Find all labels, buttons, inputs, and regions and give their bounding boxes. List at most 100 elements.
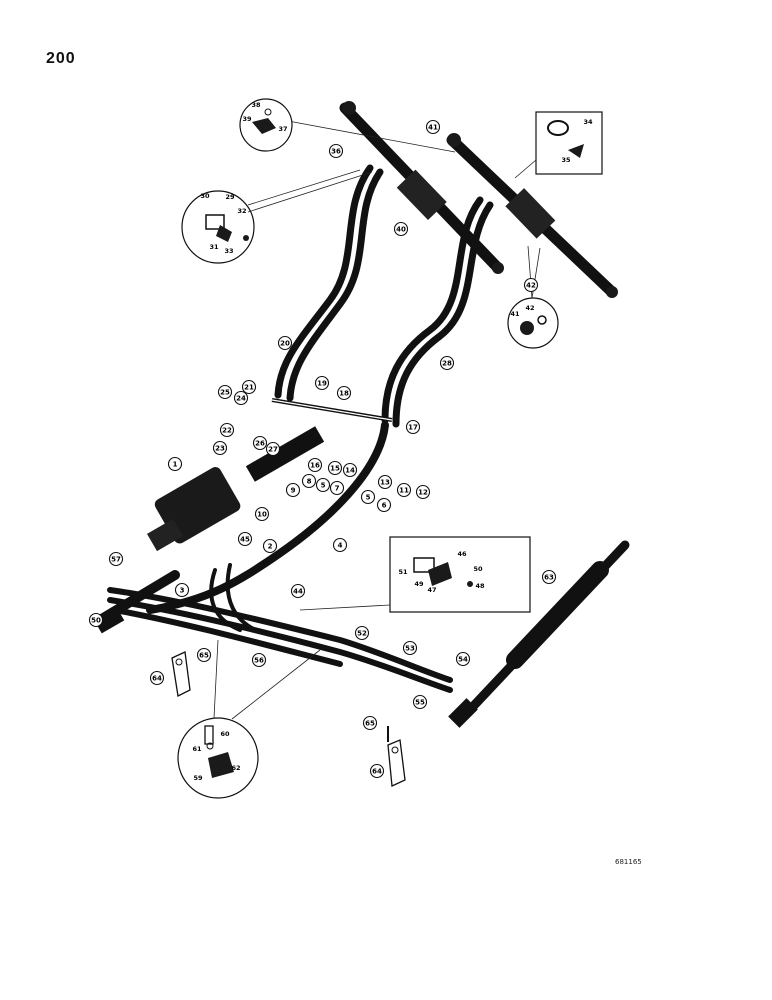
callout-number: 4 [338, 542, 343, 550]
callout-number: 19 [317, 380, 327, 388]
detail-label-47: 47 [427, 586, 436, 594]
callout-55: 55 [412, 694, 428, 710]
callout-number: 28 [442, 360, 452, 368]
callout-41: 41 [425, 119, 441, 135]
callout-42: 42 [523, 277, 539, 293]
lower-left-cylinder-end [93, 570, 180, 634]
callout-13: 13 [377, 474, 393, 490]
callout-number: 27 [268, 446, 278, 454]
callout-64: 64 [149, 670, 165, 686]
callout-2: 2 [262, 538, 278, 554]
lift-hoses [274, 164, 494, 428]
callout-number: 53 [405, 645, 415, 653]
control-valve [147, 426, 325, 552]
callout-number: 42 [526, 282, 536, 290]
detail-box-top [535, 111, 603, 175]
callout-number: 17 [408, 424, 418, 432]
detail-bubble-bottom [177, 717, 259, 799]
callout-number: 20 [280, 340, 290, 348]
callout-number: 14 [345, 467, 355, 475]
detail-label-30: 30 [200, 192, 210, 200]
callout-number: 9 [291, 487, 296, 495]
callout-number: 36 [331, 148, 341, 156]
callout-53: 53 [402, 640, 418, 656]
detail-label-50: 50 [473, 565, 483, 573]
callout-number: 1 [173, 461, 178, 469]
mounting-bracket-left [171, 651, 191, 697]
detail-label-60: 60 [220, 730, 230, 738]
callout-number: 56 [254, 657, 264, 665]
callout-11: 11 [396, 482, 412, 498]
callout-number: 3 [180, 587, 185, 595]
detail-box-middle [389, 536, 531, 613]
callout-number: 12 [418, 489, 428, 497]
callout-15: 15 [327, 460, 343, 476]
mounting-bracket-right [387, 726, 406, 787]
callout-number: 65 [199, 652, 209, 660]
callout-number: 45 [240, 536, 250, 544]
callout-number: 5 [366, 494, 371, 502]
callout-65: 65 [196, 647, 212, 663]
callout-36: 36 [328, 143, 344, 159]
callout-14: 14 [342, 462, 358, 478]
callout-number: 40 [396, 226, 406, 234]
detail-label-61: 61 [192, 745, 202, 753]
callout-number: 13 [380, 479, 390, 487]
page-number: 200 [46, 50, 76, 67]
callout-26: 26 [252, 435, 268, 451]
detail-label-39: 39 [242, 115, 252, 123]
callout-9: 9 [285, 482, 301, 498]
detail-label-41: 41 [510, 310, 520, 318]
callout-28: 28 [439, 355, 455, 371]
callout-63: 63 [541, 569, 557, 585]
callout-19: 19 [314, 375, 330, 391]
callout-6: 6 [376, 497, 392, 513]
detail-label-42: 42 [525, 304, 534, 312]
detail-label-48: 48 [475, 582, 485, 590]
detail-label-46: 46 [457, 550, 467, 558]
callout-1: 1 [167, 456, 183, 472]
callout-number: 44 [293, 588, 303, 596]
callout-number: 64 [152, 675, 162, 683]
callout-24: 24 [233, 390, 249, 406]
callout-number: 64 [372, 768, 382, 776]
callout-50: 50 [88, 612, 104, 628]
callout-number: 65 [365, 720, 375, 728]
callout-number: 24 [236, 395, 246, 403]
detail-label-59: 59 [193, 774, 203, 782]
callout-number: 57 [111, 556, 121, 564]
callout-45: 45 [237, 531, 253, 547]
detail-bubble-left [181, 190, 255, 264]
detail-label-62: 62 [231, 764, 240, 772]
callout-number: 26 [255, 440, 265, 448]
callout-number: 52 [357, 630, 367, 638]
detail-label-33: 33 [224, 247, 233, 255]
callout-number: 8 [307, 478, 312, 486]
callout-20: 20 [277, 335, 293, 351]
callout-21: 21 [241, 379, 257, 395]
callout-44: 44 [290, 583, 306, 599]
callout-54: 54 [455, 651, 471, 667]
callout-65: 65 [362, 715, 378, 731]
callout-64: 64 [369, 763, 385, 779]
callout-12: 12 [415, 484, 431, 500]
detail-label-29: 29 [225, 193, 235, 201]
callout-number: 10 [257, 511, 267, 519]
callout-number: 11 [399, 487, 409, 495]
callout-number: 41 [428, 124, 438, 132]
callout-number: 23 [215, 445, 225, 453]
callout-22: 22 [219, 422, 235, 438]
callout-8: 8 [301, 473, 317, 489]
callout-56: 56 [251, 652, 267, 668]
callout-27: 27 [265, 441, 281, 457]
callout-4: 4 [332, 537, 348, 553]
upper-left-lift-cylinder [339, 101, 504, 274]
callout-23: 23 [212, 440, 228, 456]
callout-18: 18 [336, 385, 352, 401]
callout-57: 57 [108, 551, 124, 567]
callout-number: 16 [310, 462, 320, 470]
callout-number: 25 [220, 389, 230, 397]
callout-number: 15 [330, 465, 340, 473]
